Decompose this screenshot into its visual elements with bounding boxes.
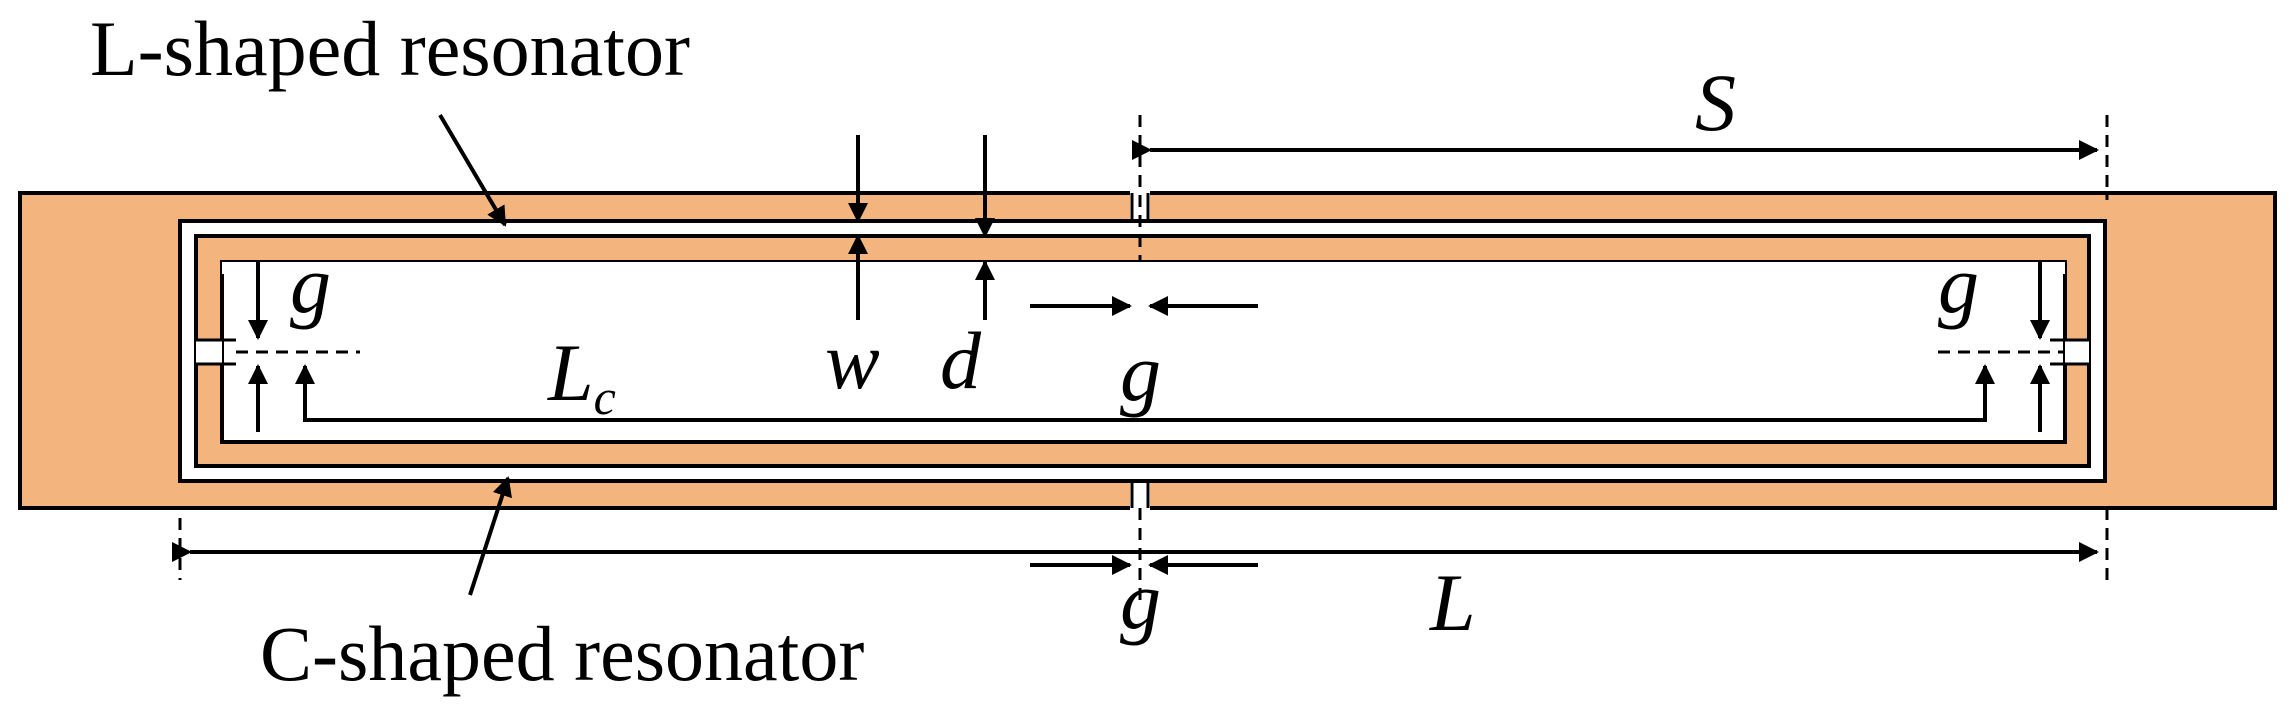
- g-label-bottom: g: [1120, 555, 1161, 646]
- inner-slot-top: [222, 262, 2065, 274]
- l-resonator-pointer: [438, 113, 507, 227]
- c-resonator-label: C-shaped resonator: [260, 610, 864, 697]
- left-end-gap: [196, 340, 222, 364]
- g-label-center: g: [1120, 327, 1161, 418]
- right-end-gap: [2065, 340, 2089, 364]
- l-resonator-label: L-shaped resonator: [90, 5, 690, 92]
- g-label-right: g: [1938, 239, 1979, 330]
- c-resonator-pointer: [468, 476, 512, 596]
- s-label: S: [1695, 57, 1736, 148]
- w-label: w: [825, 315, 880, 406]
- d-label: d: [940, 315, 982, 406]
- lc-label: Lc: [547, 327, 616, 425]
- lc-label-main: L: [547, 327, 594, 418]
- l-dimension-label: L: [1429, 557, 1476, 648]
- lc-label-sub: c: [594, 369, 616, 425]
- g-label-left: g: [290, 239, 331, 330]
